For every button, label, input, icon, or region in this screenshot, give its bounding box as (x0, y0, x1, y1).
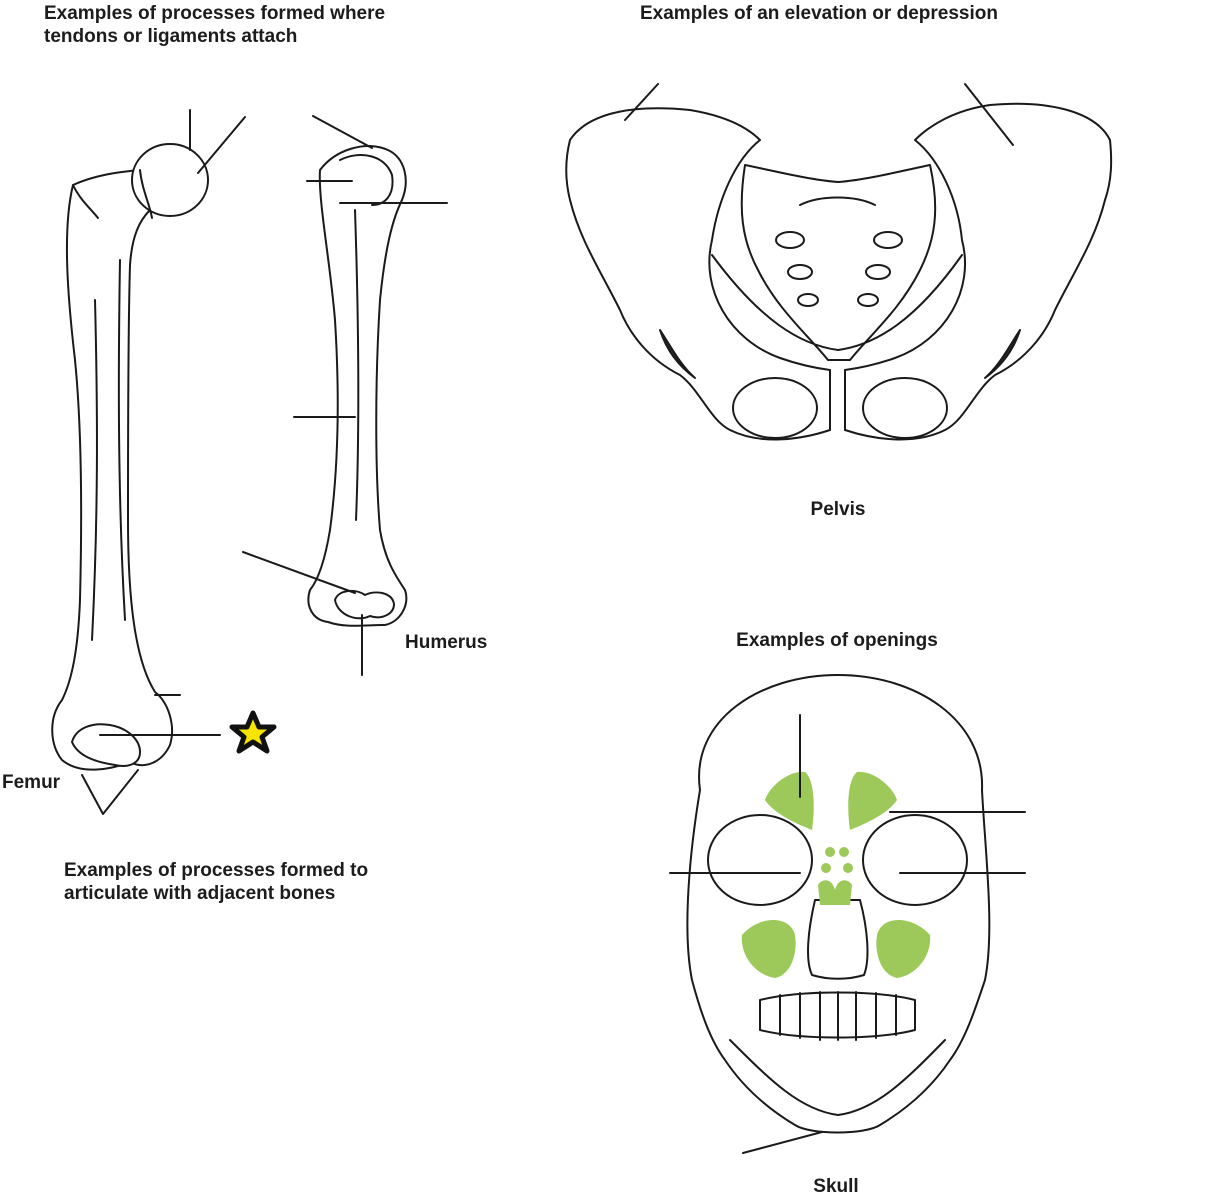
skull-right-orbit (862, 814, 968, 906)
humerus-leader-head (312, 115, 373, 149)
pelvis-sacral-foramen-2 (873, 231, 903, 249)
femur-shaft-ridge (117, 259, 126, 621)
skull-maxillary-sinus-left (741, 920, 796, 978)
pelvis-right-obturator-foramen (862, 377, 948, 439)
humerus-trochlea (334, 589, 395, 620)
skull-ethmoid-cell-2 (839, 847, 849, 857)
heading-articulate-line2: articulate with adjacent bones (64, 883, 336, 904)
pelvis-sacral-foramen-3 (787, 264, 813, 280)
humerus-leader-epicondyle (242, 551, 356, 594)
heading-elevation-depression: Examples of an elevation or depression (640, 3, 998, 24)
femur-outline (51, 169, 174, 771)
pelvis-pelvic-inlet (711, 254, 963, 351)
skull-maxillary-sinus-right (876, 920, 931, 978)
pelvis-sacral-foramen-1 (775, 231, 805, 249)
pelvis-pubic-symphysis (829, 369, 846, 431)
pelvis-right-acetabulum (984, 329, 1021, 379)
skull-leader-mental (742, 1131, 823, 1154)
heading-tendon-line1: Examples of processes formed where (44, 3, 386, 24)
pelvis-sacral-promontory (799, 196, 876, 206)
heading-articulating-processes: Examples of processes formed to articula… (64, 859, 368, 905)
femur-neck (139, 169, 153, 219)
heading-openings: Examples of openings (736, 630, 938, 651)
label-humerus: Humerus (405, 632, 488, 653)
skull-nasal-cavity (807, 899, 869, 980)
heading-articulate-line1: Examples of processes formed to (64, 860, 369, 881)
skull-teeth-lines (779, 991, 897, 1041)
pelvis-sacral-foramen-6 (857, 293, 879, 307)
skull-mandible-line (729, 1039, 946, 1116)
skull-frontal-sinus-left (765, 771, 814, 830)
pelvis-sacrum (740, 164, 937, 361)
skull-ethmoid-cell-4 (843, 863, 853, 873)
skull-left-orbit (707, 814, 813, 906)
femur-notch-triangle (81, 769, 139, 815)
pelvis-left-acetabulum (659, 329, 696, 379)
skull-frontal-sinus-right (848, 771, 897, 830)
label-femur: Femur (2, 772, 61, 793)
heading-tendon-processes: Examples of processes formed where tendo… (44, 2, 385, 48)
label-skull: Skull (813, 1176, 859, 1197)
skull-ethmoid-cell-1 (825, 847, 835, 857)
humerus-shaft-line (354, 209, 360, 521)
pelvis-drawing (565, 83, 1113, 441)
skull-ethmoid-cell-3 (821, 863, 831, 873)
heading-tendon-line2: tendons or ligaments attach (44, 26, 298, 47)
pelvis-leader-iliac-crest-left (624, 83, 659, 121)
femur-drawing (51, 109, 246, 815)
femur-leader-head-angle (197, 116, 246, 174)
femur-head (131, 143, 209, 217)
pelvis-leader-iliac-fossa-right (964, 83, 1014, 146)
star-icon (229, 710, 277, 754)
skull-drawing (669, 674, 1026, 1154)
humerus-head (339, 154, 394, 206)
humerus-drawing (242, 115, 448, 676)
skull-teeth-upper (759, 991, 916, 1039)
pelvis-sacral-foramen-5 (797, 293, 819, 307)
skull-sphenoid-sinus (818, 880, 852, 905)
pelvis-sacral-foramen-4 (865, 264, 891, 280)
pelvis-right-ilium (844, 102, 1113, 441)
femur-greater-trochanter (72, 184, 99, 219)
label-pelvis: Pelvis (810, 499, 866, 520)
pelvis-left-obturator-foramen (732, 377, 818, 439)
femur-shaft-ridge-2 (91, 299, 98, 641)
